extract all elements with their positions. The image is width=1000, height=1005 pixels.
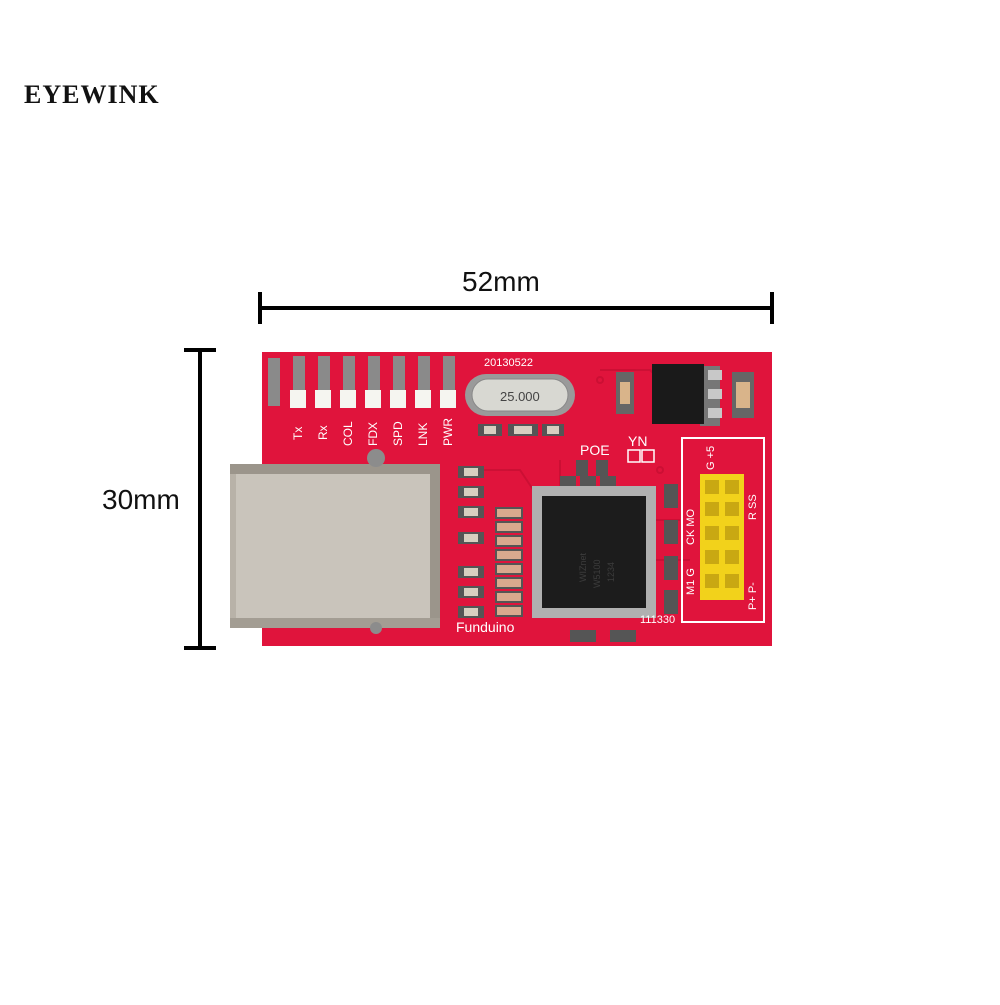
maker-label: Funduino [456, 619, 515, 635]
led-label-lnk: LNK [416, 423, 430, 446]
led-row [268, 356, 456, 408]
header-label-bottom: M1 G [685, 568, 697, 595]
svg-text:WIZnet: WIZnet [578, 552, 588, 582]
height-dimension-line [184, 348, 216, 650]
batch-label: 111330 [640, 614, 675, 626]
crystal-label: 25.000 [500, 389, 540, 404]
led-label-pwr: PWR [441, 418, 455, 446]
led-label-spd: SPD [391, 421, 405, 446]
crystal-oscillator: 25.000 [465, 374, 575, 416]
brand-logo: EYEWINK [24, 80, 160, 109]
height-dimension-label: 30mm [102, 484, 180, 515]
header-label-mid: CK MO [685, 509, 697, 546]
date-code: 20130522 [484, 357, 533, 369]
width-dimension-line [258, 292, 774, 324]
voltage-regulator [652, 364, 722, 426]
led-label-tx: Tx [291, 427, 305, 440]
pin-header: G +5 R SS CK MO M1 G P+ P- [681, 437, 765, 623]
led-label-col: COL [341, 421, 355, 446]
led-label-rx: Rx [316, 425, 330, 440]
header-label-top: G +5 [705, 446, 717, 470]
rj45-ethernet-jack [230, 449, 440, 634]
ethernet-controller-chip: WIZnet W5100 1234 [532, 486, 656, 618]
poe-label: POE [580, 442, 610, 458]
yn-label: YN [628, 433, 647, 449]
header-label-p: P+ P- [747, 582, 759, 610]
svg-text:1234: 1234 [606, 562, 616, 582]
svg-text:W5100: W5100 [592, 559, 602, 588]
width-dimension-label: 52mm [462, 266, 540, 297]
header-label-right: R SS [747, 494, 759, 520]
led-label-fdx: FDX [366, 422, 380, 446]
